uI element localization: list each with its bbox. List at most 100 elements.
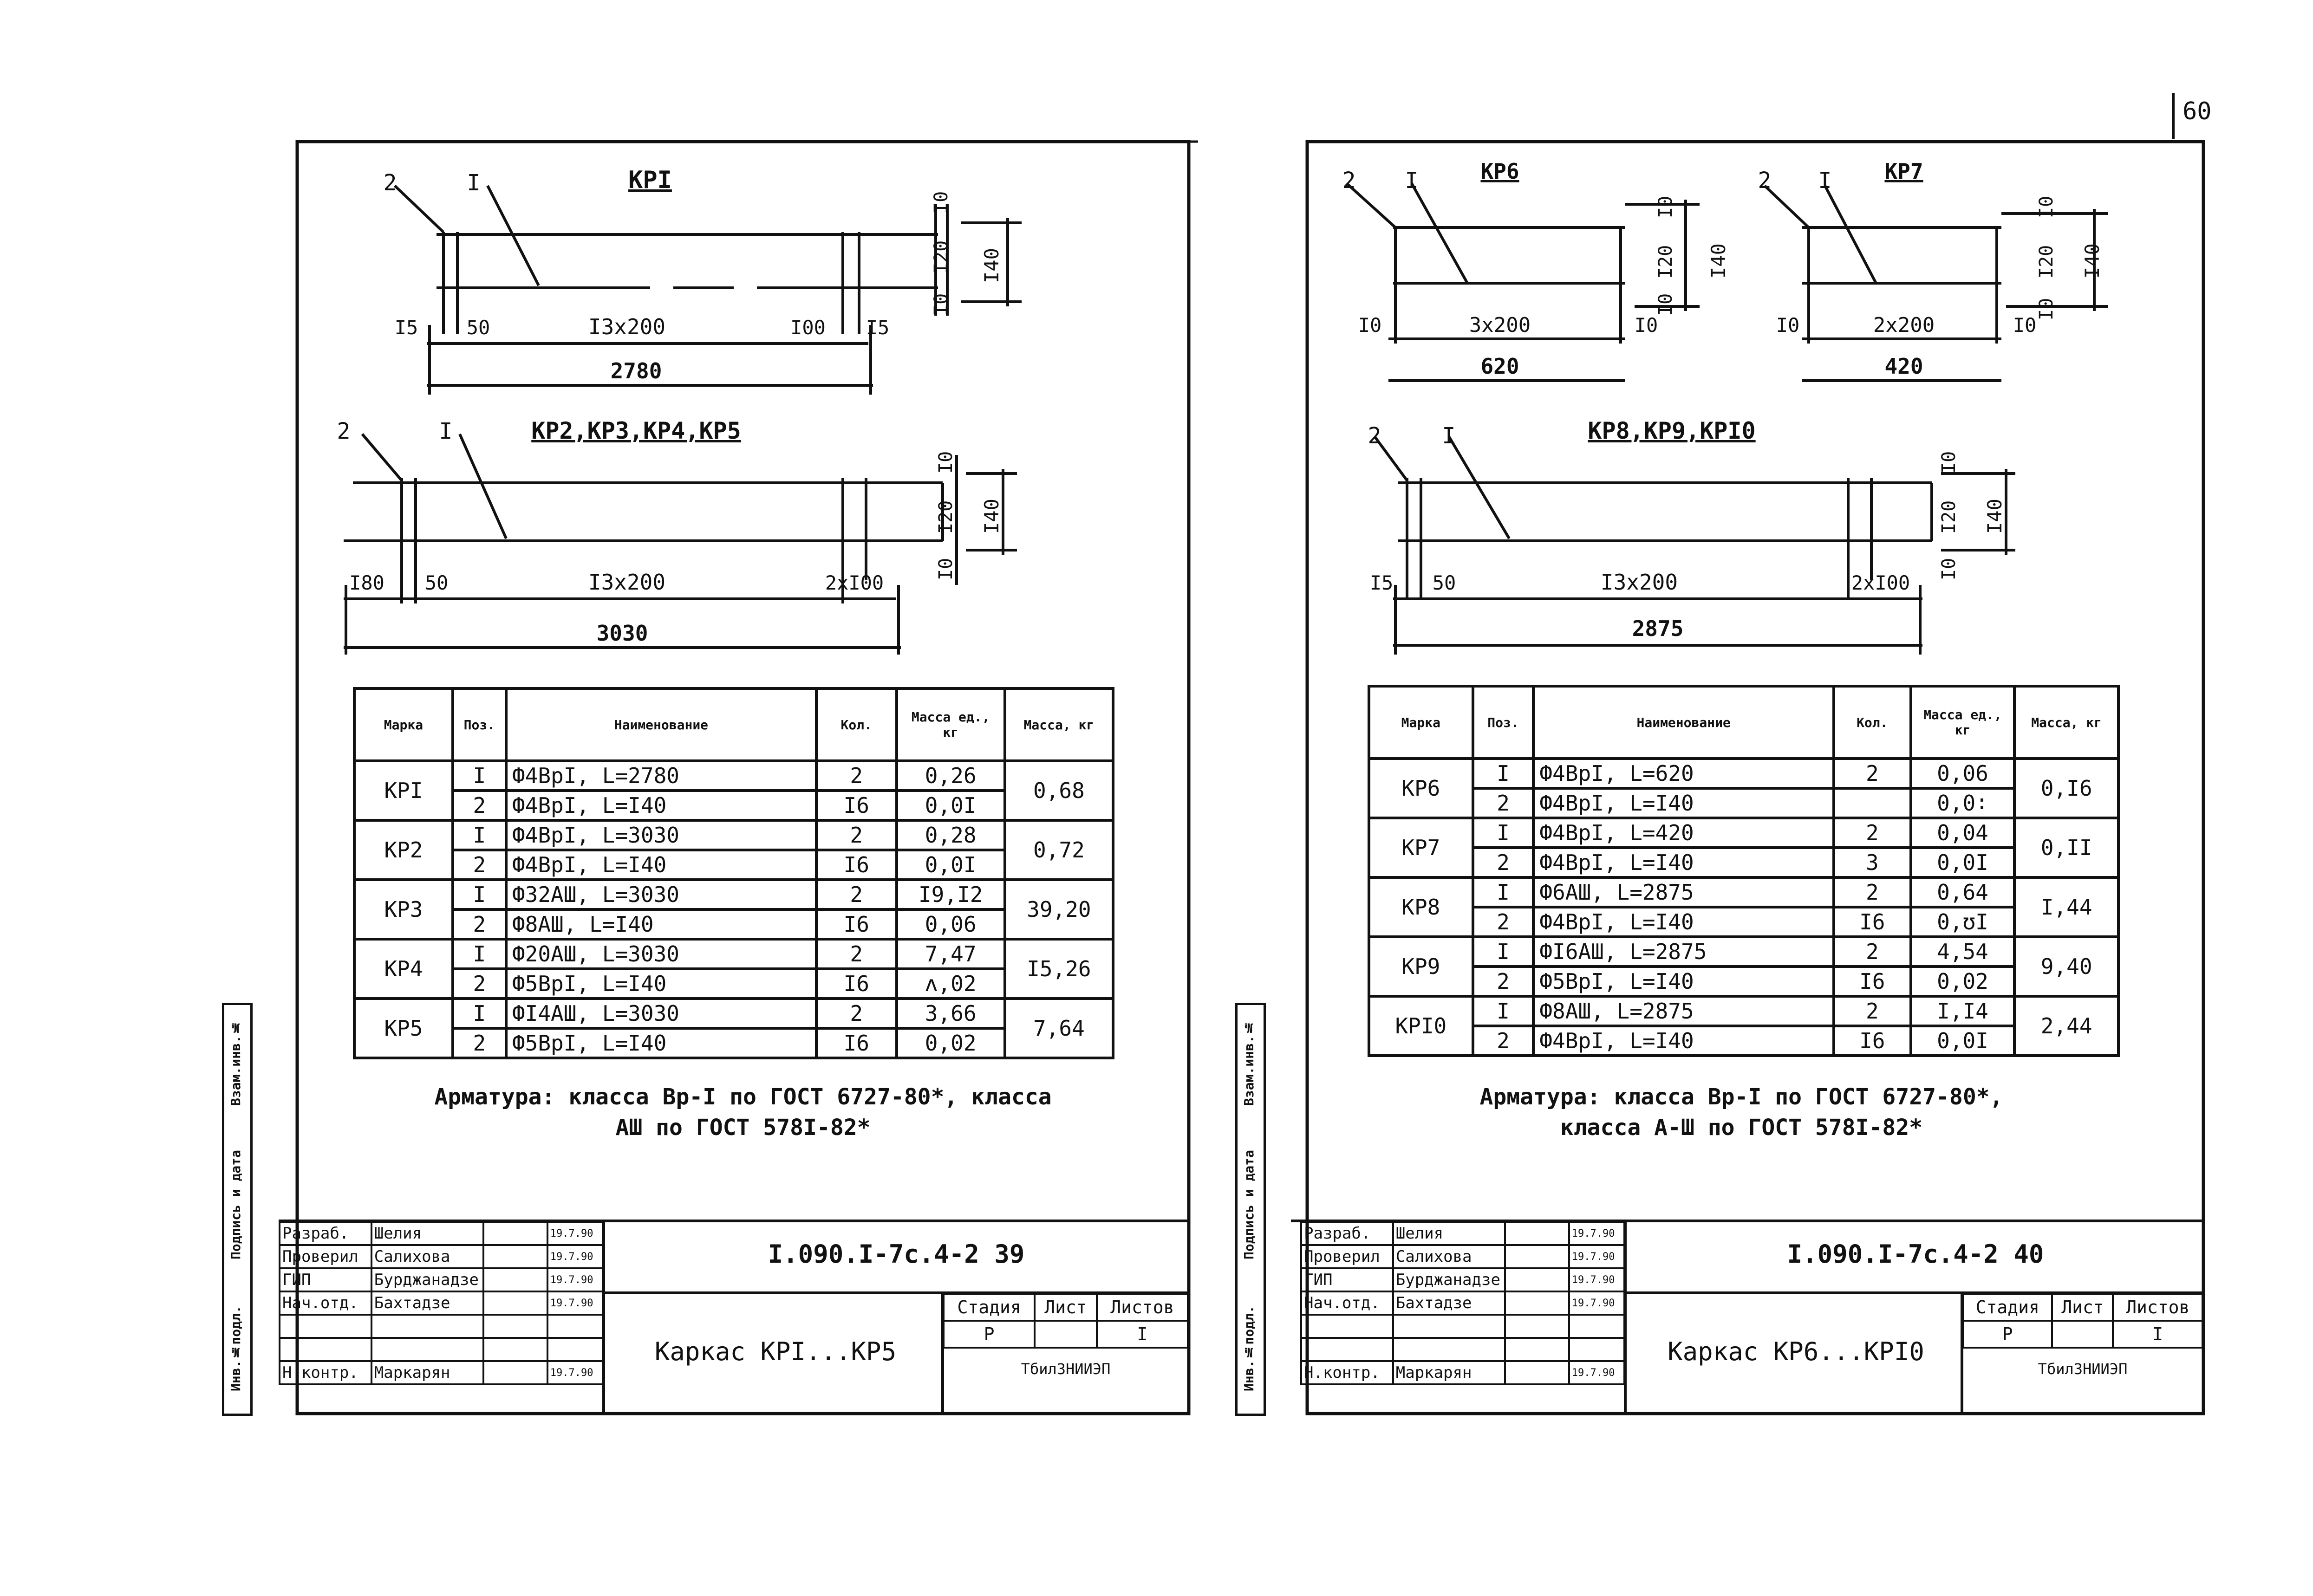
cell-total-mass: I,44 [2013, 876, 2120, 938]
stamp-signature [482, 1221, 548, 1246]
right-note-line-1: Арматура: класса Вр-I по ГОСТ 6727-80*, [1479, 1084, 2003, 1110]
kp2-pos1-label: I [439, 418, 453, 444]
cell-position: I [1471, 876, 1535, 908]
stamp-person: Бурджанадзе [1392, 1267, 1506, 1292]
stamp-role: Нач.отд. [279, 1291, 372, 1316]
kp2-drawing [344, 433, 1017, 655]
cell-name: Ф4ВрI, L=2780 [504, 759, 818, 792]
stamp-signature [1504, 1337, 1570, 1362]
col-header-unit-mass: Масса ед., кг [895, 687, 1006, 762]
kp7-height-top: I0 [2036, 196, 2057, 218]
sheets-label: Листов [2112, 1293, 2203, 1322]
stamp-date [1568, 1337, 1626, 1362]
cell-total-mass: 0,II [2013, 817, 2120, 879]
kp6-pos1-label: I [1405, 168, 1419, 194]
sidebar-original-inv: Инв.№подл. [228, 1305, 243, 1392]
cell-name: Ф4ВрI, L=620 [1532, 757, 1835, 790]
stamp-date: 19.7.90 [1568, 1221, 1626, 1246]
stamp-date: 19.7.90 [1568, 1360, 1626, 1385]
right-stage-box: Стадия Лист Листов Р I [1961, 1293, 2203, 1349]
cell-name: Ф4ВрI, L=I40 [1532, 846, 1835, 879]
kp8-dim-start: I5 [1370, 571, 1394, 594]
stamp-person: Бахтадзе [1392, 1291, 1506, 1316]
cell-unit-mass: 0,0I [1909, 846, 2016, 879]
cell-quantity: I6 [814, 849, 898, 881]
cell-unit-mass: 0,64 [1909, 876, 2016, 908]
kp1-dim-end-right: I5 [866, 316, 890, 339]
kp7-height-total: I40 [2081, 243, 2104, 279]
sidebar-original-inv: Инв.№подл. [1241, 1305, 1257, 1392]
stamp-signature [1504, 1291, 1570, 1316]
right-reinforcement-note: Арматура: класса Вр-I по ГОСТ 6727-80*, … [1416, 1082, 2066, 1143]
stamp-date [546, 1337, 604, 1362]
cell-total-mass: I5,26 [1003, 938, 1115, 1000]
kp7-dim-main: 2x200 [1873, 313, 1935, 337]
stamp-role [279, 1337, 372, 1362]
kp1-dim-first: 50 [467, 316, 490, 339]
right-specification-table: Марка Поз. Наименование Кол. Масса ед., … [1368, 685, 2120, 1057]
kp2-dim-main: I3x200 [588, 570, 665, 595]
stamp-person: Салихова [1392, 1244, 1506, 1269]
stamp-signature [482, 1314, 548, 1339]
cell-name: Ф6АШ, L=2875 [1532, 876, 1835, 908]
kp7-dim-start: I0 [1776, 314, 1800, 337]
col-header-qty: Кол. [814, 687, 898, 762]
cell-position: 2 [451, 789, 508, 822]
kp6-height-bottom: I0 [1655, 293, 1676, 316]
cell-unit-mass: 0,06 [895, 908, 1006, 941]
stamp-date: 19.7.90 [1568, 1244, 1626, 1269]
stamp-signature [1504, 1244, 1570, 1269]
cell-name: Ф4ВрI, L=I40 [504, 849, 818, 881]
cell-unit-mass: 0,26 [895, 759, 1006, 792]
cell-quantity: I6 [814, 789, 898, 822]
kp7-total-length: 420 [1884, 354, 1923, 379]
sidebar-replace-inv: Взам.инв.№ [228, 1020, 243, 1106]
col-header-pos: Поз. [1471, 685, 1535, 760]
cell-quantity: 2 [1832, 876, 1912, 908]
cell-name: Ф20АШ, L=3030 [504, 938, 818, 970]
cell-position: I [1471, 935, 1535, 968]
stamp-signature [1504, 1221, 1570, 1246]
stamp-person [370, 1314, 484, 1339]
stamp-person: Шелия [370, 1221, 484, 1246]
stamp-date: 19.7.90 [1568, 1267, 1626, 1292]
left-stage-box: Стадия Лист Листов Р I [942, 1293, 1189, 1349]
kp1-dim-end-left: I5 [395, 316, 418, 339]
stamp-person [370, 1337, 484, 1362]
stamp-role [1300, 1337, 1394, 1362]
kp7-pos2-label: 2 [1758, 168, 1772, 194]
cell-unit-mass: I9,I2 [895, 878, 1006, 911]
cell-name: Ф4ВрI, L=3030 [504, 819, 818, 851]
cell-position: I [451, 819, 508, 851]
stamp-role: Проверил [1300, 1244, 1394, 1269]
cell-name: ФI6АШ, L=2875 [1532, 935, 1835, 968]
kp6-dim-start: I0 [1358, 314, 1382, 337]
sheet-value [2051, 1320, 2114, 1349]
left-organization: ТбилЗНИИЭП [1021, 1360, 1111, 1378]
kp6-title: КР6 [1480, 159, 1519, 184]
sheets-label: Листов [1095, 1293, 1189, 1322]
left-sheet-frame [295, 140, 1198, 1415]
cell-position: 2 [451, 967, 508, 1000]
col-header-unit-mass: Масса ед., кг [1909, 685, 2016, 760]
stamp-signature [482, 1337, 548, 1362]
cell-quantity: I6 [814, 908, 898, 941]
cell-quantity: I6 [1832, 1025, 1912, 1057]
kp8-height-total: I40 [1983, 499, 2006, 534]
col-header-name: Наименование [1532, 685, 1835, 760]
cell-quantity: 2 [814, 997, 898, 1030]
cell-position: 2 [451, 908, 508, 941]
